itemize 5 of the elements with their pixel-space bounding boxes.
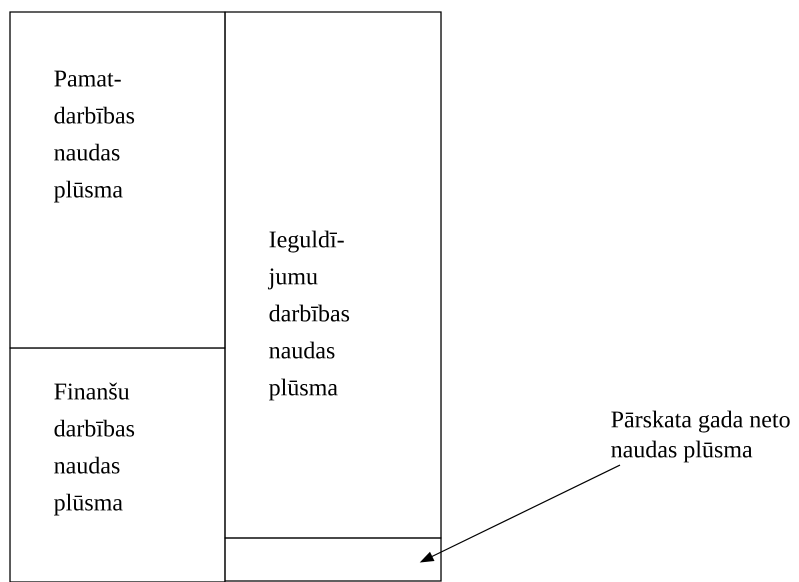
process-box: Pamat- darbības naudas plūsma	[9, 11, 226, 349]
process-box: Ieguldī- jumu darbības naudas plūsma	[224, 11, 442, 539]
callout-text: Pārskata gada neto naudas plūsma	[611, 410, 790, 462]
empty-box	[224, 537, 442, 582]
process-box: Finanšu darbības naudas plūsma	[9, 347, 226, 582]
